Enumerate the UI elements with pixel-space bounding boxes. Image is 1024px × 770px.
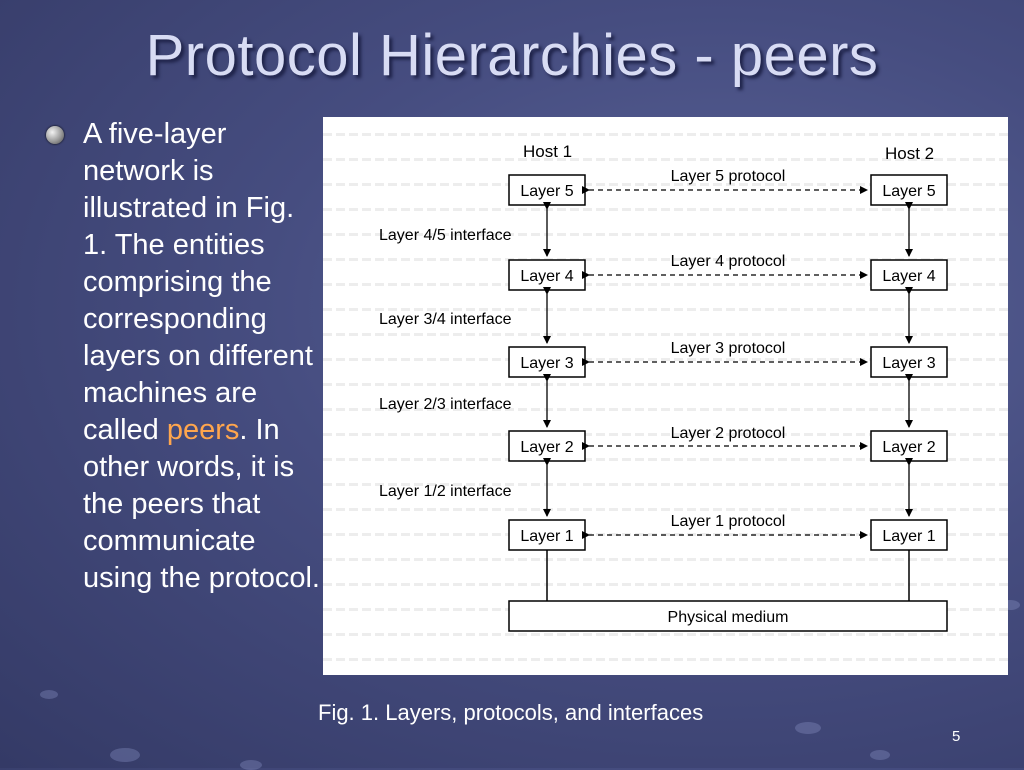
host1-layer5-label: Layer 5 [520,183,573,200]
scan-texture-row [323,558,1008,561]
interface-4-5-label: Layer 4/5 interface [379,227,512,244]
scan-texture-row [323,633,1008,636]
bullet-text-after: . In other words, it is the peers that c… [83,414,320,594]
peers-highlight: peers [166,414,240,446]
scan-texture-row [323,233,1008,236]
figure-caption: Fig. 1. Layers, protocols, and interface… [318,700,704,725]
scan-texture-row [323,383,1008,386]
physical-medium-label: Physical medium [668,609,789,626]
host2-layer1-label: Layer 1 [882,528,935,545]
bullet-text: A five-layer network is illustrated in F… [83,116,323,597]
scan-texture-row [323,308,1008,311]
scan-texture-row [323,658,1008,661]
host1-layer3-label: Layer 3 [520,355,573,372]
host1-layer1-box [508,519,586,551]
slide-title: Protocol Hierarchies - peers [145,23,879,88]
host2-layer3-box [870,346,948,378]
scan-texture-row [323,158,1008,161]
scan-texture-row [323,133,1008,136]
host2-layer2-label: Layer 2 [882,439,935,456]
host2-layer5-box [870,174,948,206]
host2-layer1-box [870,519,948,551]
scan-texture-row [323,408,1008,411]
host1-layer4-label: Layer 4 [520,268,573,285]
bullet-sphere-icon [46,126,64,144]
layer1-protocol-label: Layer 1 protocol [671,513,786,530]
layers-diagram: Host 1 Host 2 Layer 5 Layer 4 Layer 3 La… [379,142,948,632]
layers-figure: Host 1 Host 2 Layer 5 Layer 4 Layer 3 La… [323,117,1008,675]
background-decoration [1000,600,1020,610]
host1-label: Host 1 [523,142,572,161]
layer2-protocol-label: Layer 2 protocol [671,425,786,442]
layer3-protocol-label: Layer 3 protocol [671,340,786,357]
layer5-protocol-label: Layer 5 protocol [671,168,786,185]
bullet-text-before: A five-layer network is illustrated in F… [83,118,313,446]
host1-layer1-label: Layer 1 [520,528,573,545]
scan-texture-row [323,183,1008,186]
host2-label: Host 2 [885,144,934,163]
scan-texture-row [323,508,1008,511]
host1-layer2-label: Layer 2 [520,439,573,456]
scan-texture-row [323,583,1008,586]
interface-3-4-label: Layer 3/4 interface [379,311,512,328]
host2-layer4-label: Layer 4 [882,268,935,285]
host2-layer3-label: Layer 3 [882,355,935,372]
host1-layer2-box [508,430,586,462]
background-decoration [870,750,890,760]
scan-texture-row [323,208,1008,211]
interface-1-2-label: Layer 1/2 interface [379,483,512,500]
interface-2-3-label: Layer 2/3 interface [379,396,512,413]
host2-layer5-label: Layer 5 [882,183,935,200]
background-decoration [795,722,821,734]
host2-layer2-box [870,430,948,462]
background-decoration [240,760,262,770]
page-number: 5 [952,728,961,745]
host2-layer4-box [870,259,948,291]
scan-texture-row [323,258,1008,261]
scan-texture-row [323,483,1008,486]
physical-medium-box [508,600,948,632]
scan-texture-row [323,458,1008,461]
scan-texture-row [323,283,1008,286]
background-decoration [40,690,58,699]
scan-texture-row [323,333,1008,336]
background-decoration [110,748,140,762]
layer4-protocol-label: Layer 4 protocol [671,253,786,270]
scan-texture-row [323,433,1008,436]
